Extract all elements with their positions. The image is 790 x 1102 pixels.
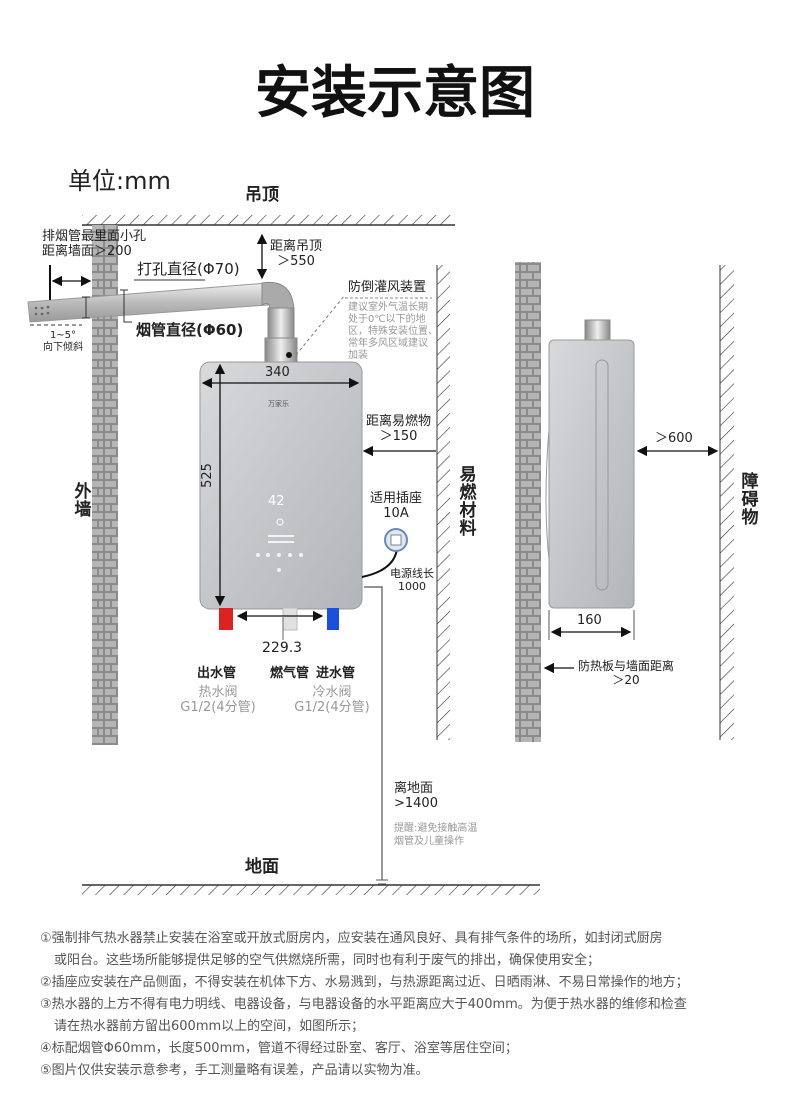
flammable-material-label: 易燃材料 xyxy=(455,465,476,537)
side-brick-wall xyxy=(515,262,541,742)
note: 请在热水器前方留出600mm以上的空间，如图所示； xyxy=(54,1019,365,1034)
ground-distance-label: 离地面>1400 xyxy=(394,781,438,811)
note: ④标配烟管Φ60mm，长度500mm，管道不得经过卧室、客厅、浴室等居住空间； xyxy=(40,1041,518,1056)
front-space-dimension: ＞600 xyxy=(655,431,693,446)
ceiling-distance-label: 距离吊顶＞550 xyxy=(270,239,323,269)
ground-note: 提醒:避免接触高温烟管及儿童操作 xyxy=(394,823,478,847)
drill-diameter-label: 打孔直径(Φ70) xyxy=(137,260,240,278)
temperature-display: 42 xyxy=(268,494,285,509)
gas-pipe-label: 燃气管 xyxy=(270,666,310,681)
note: ③热水器的上方不得有电力明线、电器设备，与电器设备的水平距离应大于400mm。为… xyxy=(40,997,687,1012)
page-title: 安装示意图 xyxy=(255,61,535,126)
outlet-pipe-label: 出水管 xyxy=(197,666,237,681)
flammable-wall xyxy=(437,265,450,740)
anti-backflow-note: 建议室外气温长期处于0℃以下的地区，特殊安装位置、常年多风区域建议加装 xyxy=(348,302,438,361)
floor-hatch xyxy=(82,884,540,895)
water-heater-side xyxy=(545,319,635,609)
unit-label: 单位:mm xyxy=(68,167,171,195)
tilt-label: 1~5°向下倾斜 xyxy=(43,330,83,353)
note: ②插座应安装在产品侧面，不得安装在机体下方、水易溅到，与热源距离过近、日晒雨淋、… xyxy=(40,975,689,990)
flammable-distance-label: 距离易燃物＞150 xyxy=(366,414,432,444)
installation-notes: ①强制排气热水器禁止安装在浴室或开放式厨房内，应安装在通风良好、具有排气条件的场… xyxy=(40,928,689,1082)
obstacle-wall xyxy=(720,265,734,740)
ceiling-hatch xyxy=(82,215,455,226)
floor-label: 地面 xyxy=(245,857,279,877)
hole-distance-label: 排烟管最里面小孔距离墙面＞200 xyxy=(42,229,147,259)
obstacle-label: 障碍物 xyxy=(737,472,758,526)
flue-pipe xyxy=(27,281,298,363)
pipe-diameter-label: 烟管直径(Φ60) xyxy=(136,321,244,339)
ceiling-label: 吊顶 xyxy=(245,185,279,205)
anti-backflow-label: 防倒灌风装置 xyxy=(348,280,427,295)
outer-wall-label: 外墙 xyxy=(70,482,91,518)
note: ①强制排气热水器禁止安装在浴室或开放式厨房内，应安装在通风良好、具有排气条件的场… xyxy=(40,931,663,946)
brand-logo: 万家乐 xyxy=(268,400,289,408)
height-dimension: 525 xyxy=(199,463,215,488)
width-dimension: 340 xyxy=(265,365,290,380)
pipe-spacing-dimension: 229.3 xyxy=(262,640,303,656)
depth-dimension: 160 xyxy=(577,613,602,628)
inlet-pipe-label: 进水管 xyxy=(316,666,356,681)
heat-shield-label: 防热板与墙面距离＞20 xyxy=(578,659,675,687)
water-heater-front xyxy=(199,361,363,631)
note: ⑤图片仅供安装示意参考，手工测量略有误差，产品请以实物为准。 xyxy=(40,1063,429,1078)
note: 或阳台。这些场所能够提供足够的空气供燃烧所需，同时也有利于废气的排出，确保使用安… xyxy=(54,953,601,968)
